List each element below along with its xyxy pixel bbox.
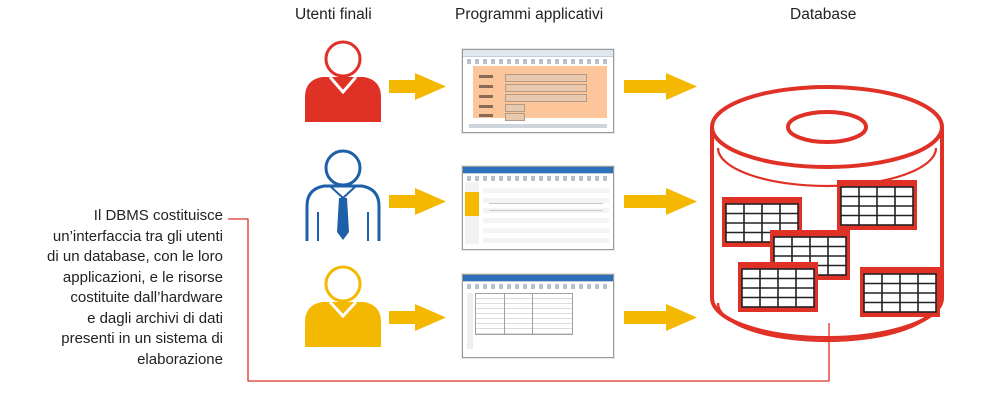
user-icon-yellow	[305, 265, 381, 347]
user-icon-red	[305, 40, 381, 122]
arrow-program-db-1	[624, 73, 697, 100]
user-icon-blue	[305, 149, 381, 241]
header-users: Utenti finali	[295, 6, 372, 23]
header-programs: Programmi applicativi	[455, 6, 604, 23]
app-screenshot-table	[462, 274, 614, 358]
app-screenshot-form	[462, 49, 614, 133]
header-database: Database	[790, 6, 857, 23]
db-table-icon-4	[738, 262, 818, 312]
app-screenshot-report	[462, 166, 614, 250]
caption-line: costituite dall’hardware	[70, 289, 223, 306]
caption-line: applicazioni, e le risorse	[62, 268, 223, 286]
arrow-program-db-3	[624, 304, 697, 331]
arrow-user-program-3	[389, 304, 446, 331]
arrow-program-db-2	[624, 188, 697, 215]
caption-line: e dagli archivi di dati	[87, 309, 223, 327]
db-table-icon-2	[837, 180, 917, 230]
caption-line: di un database, con le loro	[47, 248, 223, 265]
arrow-user-program-1	[389, 73, 446, 100]
caption-line: elaborazione	[137, 350, 223, 368]
db-table-icon-5	[860, 267, 940, 317]
caption-connector-line	[228, 218, 830, 382]
arrow-user-program-2	[389, 188, 446, 215]
dbms-caption: Il DBMS costituisce un’interfaccia tra g…	[10, 206, 223, 370]
caption-line: presenti in un sistema di	[61, 330, 223, 347]
caption-line: Il DBMS costituisce	[93, 207, 223, 224]
caption-line: un’interfaccia tra gli utenti	[52, 227, 223, 245]
